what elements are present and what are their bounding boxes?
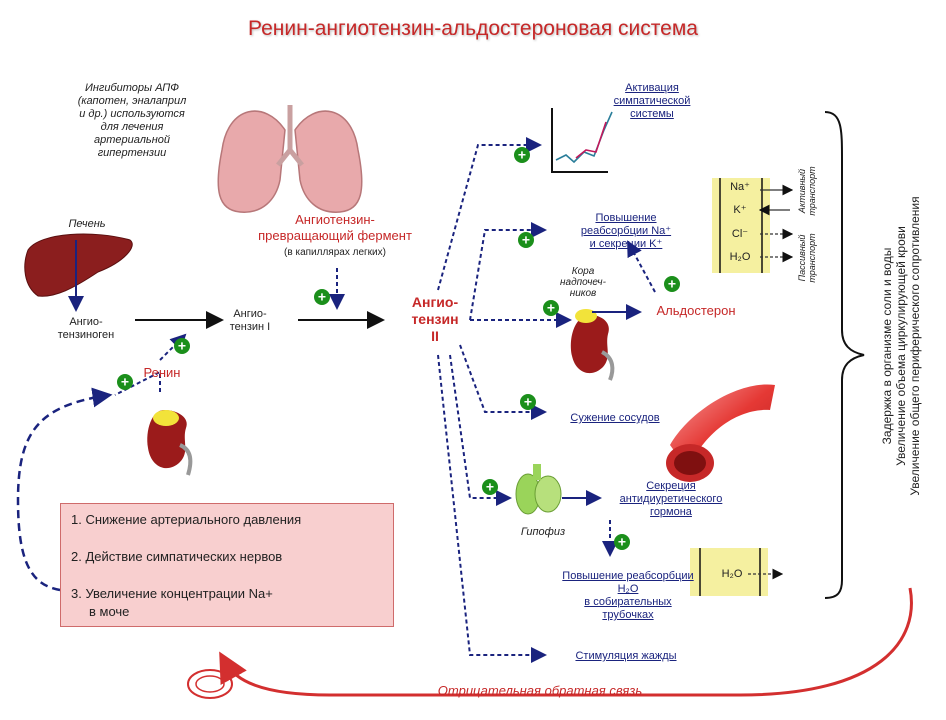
outcomes-brace: [824, 111, 865, 599]
plus-sign-text: +: [121, 374, 129, 390]
ion-na: Na⁺: [730, 181, 750, 193]
liver-icon: [24, 233, 133, 297]
page-title: Ренин-ангиотензин-альдостероновая систем…: [248, 17, 698, 40]
sympathetic-graph-icon: [551, 108, 613, 173]
plus-sign-text: +: [618, 534, 626, 550]
ion-h2o: H₂O: [729, 251, 751, 263]
plus-icon: +: [520, 394, 536, 410]
thirst-label: Стимуляция жажды: [575, 650, 677, 662]
membrane-ions: [712, 178, 794, 273]
triggers-box: 1. Снижение артериального давления 2. Де…: [60, 503, 394, 627]
plus-icon: +: [614, 534, 630, 550]
plus-sign-text: +: [522, 232, 530, 248]
negative-feedback-label: Отрицательная обратная связь: [437, 683, 643, 698]
plus-sign-text: +: [518, 147, 526, 163]
vasoconstriction-label: Сужение сосудов: [570, 412, 660, 424]
plus-sign-text: +: [668, 276, 676, 292]
pituitary-label: Гипофиз: [520, 526, 566, 538]
plus-icon: +: [518, 232, 534, 248]
plus-sign-text: +: [524, 394, 532, 410]
trigger-3: 3. Увеличение концентрации Na+: [71, 586, 273, 601]
angiotensin1-label: Ангио-тензин I: [229, 308, 271, 333]
feedback-to-renin-arrow: [16, 387, 113, 592]
trigger-2: 2. Действие симпатических нервов: [71, 549, 283, 564]
membrane-water: [690, 548, 784, 596]
angiotensin2-branches: [437, 137, 618, 663]
ace-label: Ангиотензин-превращающий фермент: [258, 212, 412, 243]
lungs-icon: [217, 105, 363, 213]
outcomes-list: Задержка в организме соли и воды Увеличе…: [880, 196, 922, 496]
plus-icon: +: [174, 338, 190, 354]
plus-icon: +: [543, 300, 559, 316]
ace-location: (в капиллярах легких): [284, 247, 386, 258]
negative-feedback-arrow: [219, 587, 913, 697]
plus-icon: +: [314, 289, 330, 305]
plus-sign-text: +: [547, 300, 555, 316]
ion-k: K⁺: [733, 204, 747, 216]
liver-label: Печень: [68, 218, 106, 230]
ion-h2o-collecting: H₂O: [721, 568, 743, 580]
kidney-icon: [147, 410, 193, 476]
angiotensinogen-label: Ангио-тензиноген: [57, 316, 115, 341]
renin-label: Ренин: [143, 365, 181, 380]
ace-inhibitors-note: Ингибиторы АПФ (капотен, эналаприл и др.…: [77, 82, 187, 159]
plus-icon: +: [117, 374, 133, 390]
trigger-3-cont: в моче: [89, 604, 130, 619]
plus-sign-text: +: [486, 479, 494, 495]
plus-icon: +: [514, 147, 530, 163]
trigger-1: 1. Снижение артериального давления: [71, 512, 302, 527]
ion-cl: Cl⁻: [731, 228, 749, 240]
aldosterone-to-reabsorption-arrow: [627, 240, 656, 293]
pituitary-icon: [515, 464, 562, 515]
blood-vessel-icon: [666, 384, 775, 482]
plus-icon: +: [482, 479, 498, 495]
adrenal-kidney-icon: [570, 309, 615, 381]
plus-icon: +: [664, 276, 680, 292]
feedback-loop-icon: [187, 669, 233, 699]
plus-sign-text: +: [178, 338, 186, 354]
aldosterone-label: Альдостерон: [656, 303, 736, 318]
plus-sign-text: +: [318, 289, 326, 305]
plus-signs: + + + + + + + + + +: [117, 147, 680, 550]
